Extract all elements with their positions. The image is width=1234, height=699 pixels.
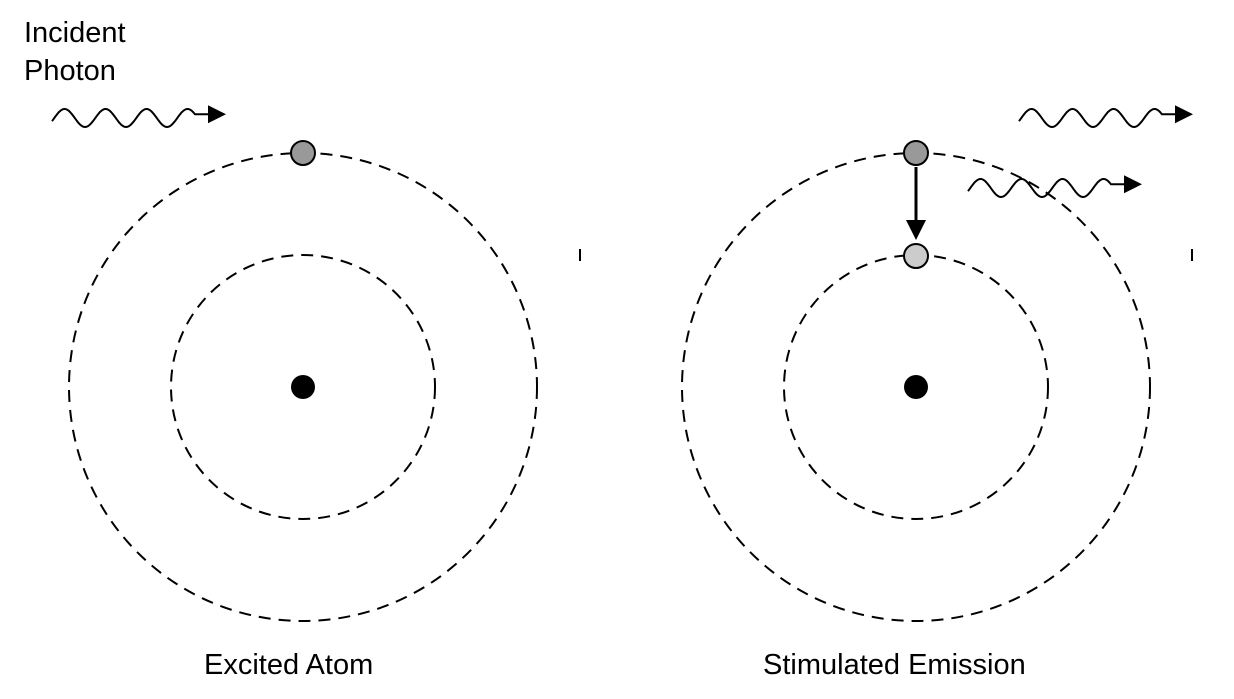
right-nucleus — [904, 375, 928, 399]
incident-photon-label: Incident Photon — [24, 14, 126, 90]
w1-arrowhead-icon — [208, 105, 226, 124]
incident-photon-wave — [51, 108, 208, 129]
stimulated-emission-caption: Stimulated Emission — [763, 649, 1026, 681]
incident-label-line2: Photon — [24, 55, 116, 87]
emitted-photon-wave-1 — [1018, 108, 1175, 129]
emitted-photon-wave-2 — [967, 178, 1124, 199]
excited-atom-caption: Excited Atom — [204, 649, 374, 681]
incident-label-line1: Incident — [24, 17, 126, 49]
left-excited-electron — [290, 140, 316, 166]
transition-arrowhead — [906, 220, 926, 240]
left-inner-orbit — [170, 254, 436, 520]
right-excited-electron — [903, 140, 929, 166]
w2-arrowhead-icon — [1175, 105, 1193, 124]
left-nucleus — [291, 375, 315, 399]
w3-arrowhead-icon — [1124, 175, 1142, 194]
right-ground-electron — [903, 243, 929, 269]
